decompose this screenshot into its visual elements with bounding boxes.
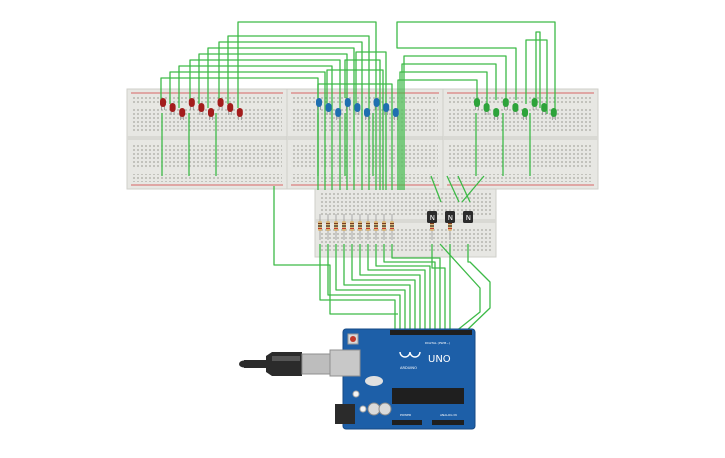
resistor[interactable] (382, 214, 386, 240)
transistor-label: N (448, 214, 453, 222)
led-green[interactable] (541, 103, 548, 115)
led-blue[interactable] (335, 108, 342, 120)
led-blue[interactable] (364, 108, 370, 120)
resistor[interactable] (366, 214, 370, 240)
digital-pins-label: DIGITAL (PWM~) (425, 341, 450, 345)
led-green[interactable] (522, 108, 528, 120)
arduino-brand-label: ARDUINO (400, 366, 417, 370)
led-green[interactable] (493, 108, 500, 120)
resistor[interactable] (374, 214, 378, 240)
transistor-label: N (466, 214, 471, 222)
transistor-npn[interactable]: N (427, 211, 437, 223)
resistor[interactable] (326, 214, 330, 240)
resistor[interactable] (334, 214, 338, 240)
led-red[interactable] (169, 103, 176, 115)
led-red[interactable] (198, 103, 205, 115)
led-red[interactable] (179, 108, 186, 120)
led-red[interactable] (188, 98, 195, 110)
breadboard-blue[interactable] (286, 88, 444, 190)
analog-pins-label: ANALOG IN (440, 413, 457, 417)
led-red[interactable] (208, 108, 214, 120)
resistor[interactable] (350, 214, 354, 240)
arduino-uno-logo: UNO (428, 354, 451, 365)
led-blue[interactable] (325, 103, 332, 115)
led-red[interactable] (217, 98, 224, 110)
arduino-uno-board[interactable]: UNO ARDUINO DIGITAL (PWM~) POWER ANALOG … (329, 328, 476, 430)
led-red[interactable] (227, 103, 234, 115)
led-green[interactable] (483, 103, 490, 115)
resistor[interactable] (342, 214, 346, 240)
breadboard-green[interactable] (442, 88, 599, 190)
led-green[interactable] (550, 108, 557, 120)
transistor-label: N (430, 214, 435, 222)
led-green[interactable] (512, 103, 519, 115)
led-blue[interactable] (344, 98, 351, 110)
led-green[interactable] (474, 98, 480, 110)
power-pins-label: POWER (400, 413, 411, 417)
resistor[interactable] (358, 214, 362, 240)
led-blue[interactable] (316, 98, 322, 110)
led-red[interactable] (160, 98, 166, 110)
transistor-npn[interactable]: N (463, 211, 473, 223)
led-green[interactable] (531, 98, 538, 110)
resistor[interactable] (390, 214, 394, 240)
transistor-npn[interactable]: N (445, 211, 455, 223)
resistor[interactable] (318, 214, 322, 240)
resistor-bank[interactable] (318, 214, 452, 240)
led-blue[interactable] (354, 103, 361, 115)
led-array[interactable] (160, 98, 557, 120)
led-blue[interactable] (392, 108, 399, 120)
breadboard-red[interactable] (126, 88, 288, 190)
led-blue[interactable] (373, 98, 380, 110)
led-blue[interactable] (383, 103, 390, 115)
led-green[interactable] (502, 98, 509, 110)
led-red[interactable] (236, 108, 243, 120)
jumper-wires[interactable] (160, 21, 556, 333)
